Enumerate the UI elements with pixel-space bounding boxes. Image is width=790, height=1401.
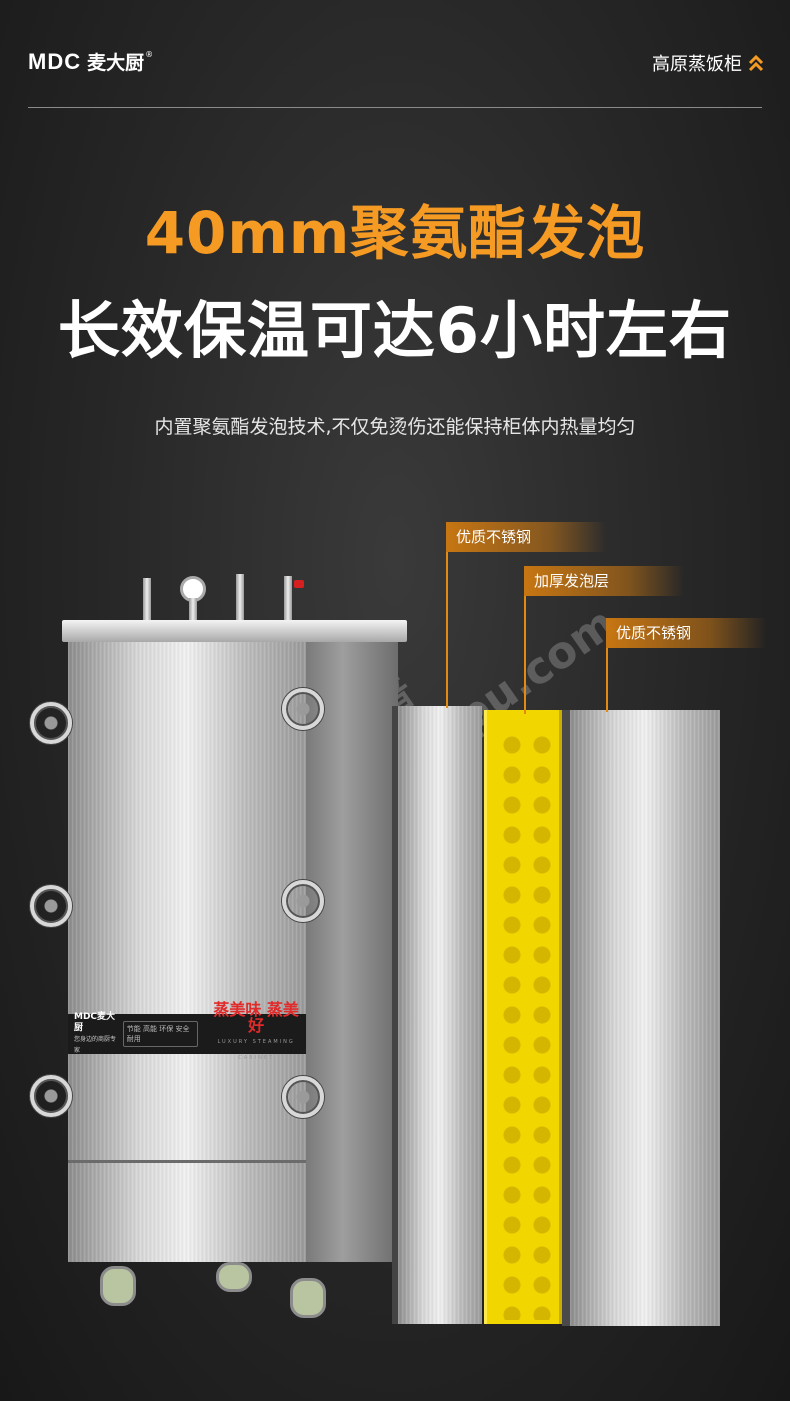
leader-line bbox=[524, 566, 526, 714]
headline-foam: 40mm聚氨酯发泡 bbox=[144, 199, 646, 267]
cabinet-side bbox=[306, 642, 398, 1262]
nameplate-slogan-sub: LUXURY STEAMING CABINET bbox=[217, 1039, 295, 1061]
door-handle-wheel[interactable] bbox=[282, 880, 324, 922]
layer-panel-steel-outer bbox=[398, 706, 482, 1324]
product-name-text: 高原蒸饭柜 bbox=[652, 54, 742, 75]
inlet-valve-handle bbox=[294, 580, 304, 588]
steam-pipe bbox=[143, 578, 151, 622]
pressure-gauge-stem bbox=[189, 598, 197, 622]
leader-line bbox=[606, 618, 608, 712]
nameplate-slogan: 蒸美味 蒸美好 LUXURY STEAMING CABINET bbox=[206, 1002, 306, 1066]
cabinet-front bbox=[68, 642, 306, 1262]
steam-pipe bbox=[236, 574, 244, 622]
nameplate-logo-sub: 您身边的商厨专家 bbox=[74, 1036, 117, 1054]
door-handle-wheel[interactable] bbox=[282, 1076, 324, 1118]
nameplate-logo-text: MDC麦大厨 bbox=[74, 1012, 116, 1033]
nameplate-features: 节能 高能 环保 安全 耐用 bbox=[122, 1021, 199, 1047]
header: MDC 麦大厨 ® 高原蒸饭柜 bbox=[0, 0, 790, 108]
door-gap bbox=[68, 1160, 306, 1163]
caster-wheel bbox=[216, 1262, 252, 1292]
registered-mark: ® bbox=[145, 50, 154, 59]
door-handle-wheel[interactable] bbox=[30, 702, 72, 744]
caster-wheel bbox=[100, 1266, 136, 1306]
subtitle: 内置聚氨酯发泡技术,不仅免烫伤还能保持柜体内热量均匀 bbox=[154, 416, 636, 438]
brand-logo[interactable]: MDC 麦大厨 ® bbox=[28, 48, 153, 75]
layer-panel-foam bbox=[484, 710, 562, 1324]
double-chevron-up-icon bbox=[748, 54, 764, 72]
logo-chinese-name: 麦大厨 bbox=[87, 52, 145, 74]
headline-insulation: 长效保温可达6小时左右 bbox=[57, 294, 733, 367]
layer-tag-foam: 加厚发泡层 bbox=[524, 566, 684, 596]
caster-wheel bbox=[290, 1278, 326, 1318]
foam-texture bbox=[497, 730, 557, 1320]
cabinet-nameplate: MDC麦大厨 您身边的商厨专家 节能 高能 环保 安全 耐用 蒸美味 蒸美好 L… bbox=[68, 1002, 306, 1061]
nameplate-logo: MDC麦大厨 您身边的商厨专家 bbox=[74, 1012, 117, 1056]
logo-mark: MDC bbox=[28, 48, 82, 74]
cabinet-top bbox=[62, 620, 407, 642]
leader-line bbox=[446, 522, 448, 708]
nameplate-slogan-text: 蒸美味 蒸美好 bbox=[213, 1000, 299, 1035]
header-divider bbox=[28, 107, 762, 108]
product-name: 高原蒸饭柜 bbox=[652, 50, 764, 76]
door-handle-wheel[interactable] bbox=[30, 885, 72, 927]
door-handle-wheel[interactable] bbox=[30, 1075, 72, 1117]
layer-tag-inner: 优质不锈钢 bbox=[606, 618, 766, 648]
inlet-pipe bbox=[284, 576, 292, 622]
layer-panel-steel-inner bbox=[562, 710, 720, 1326]
door-handle-wheel[interactable] bbox=[282, 688, 324, 730]
layer-tag-outer: 优质不锈钢 bbox=[446, 522, 606, 552]
